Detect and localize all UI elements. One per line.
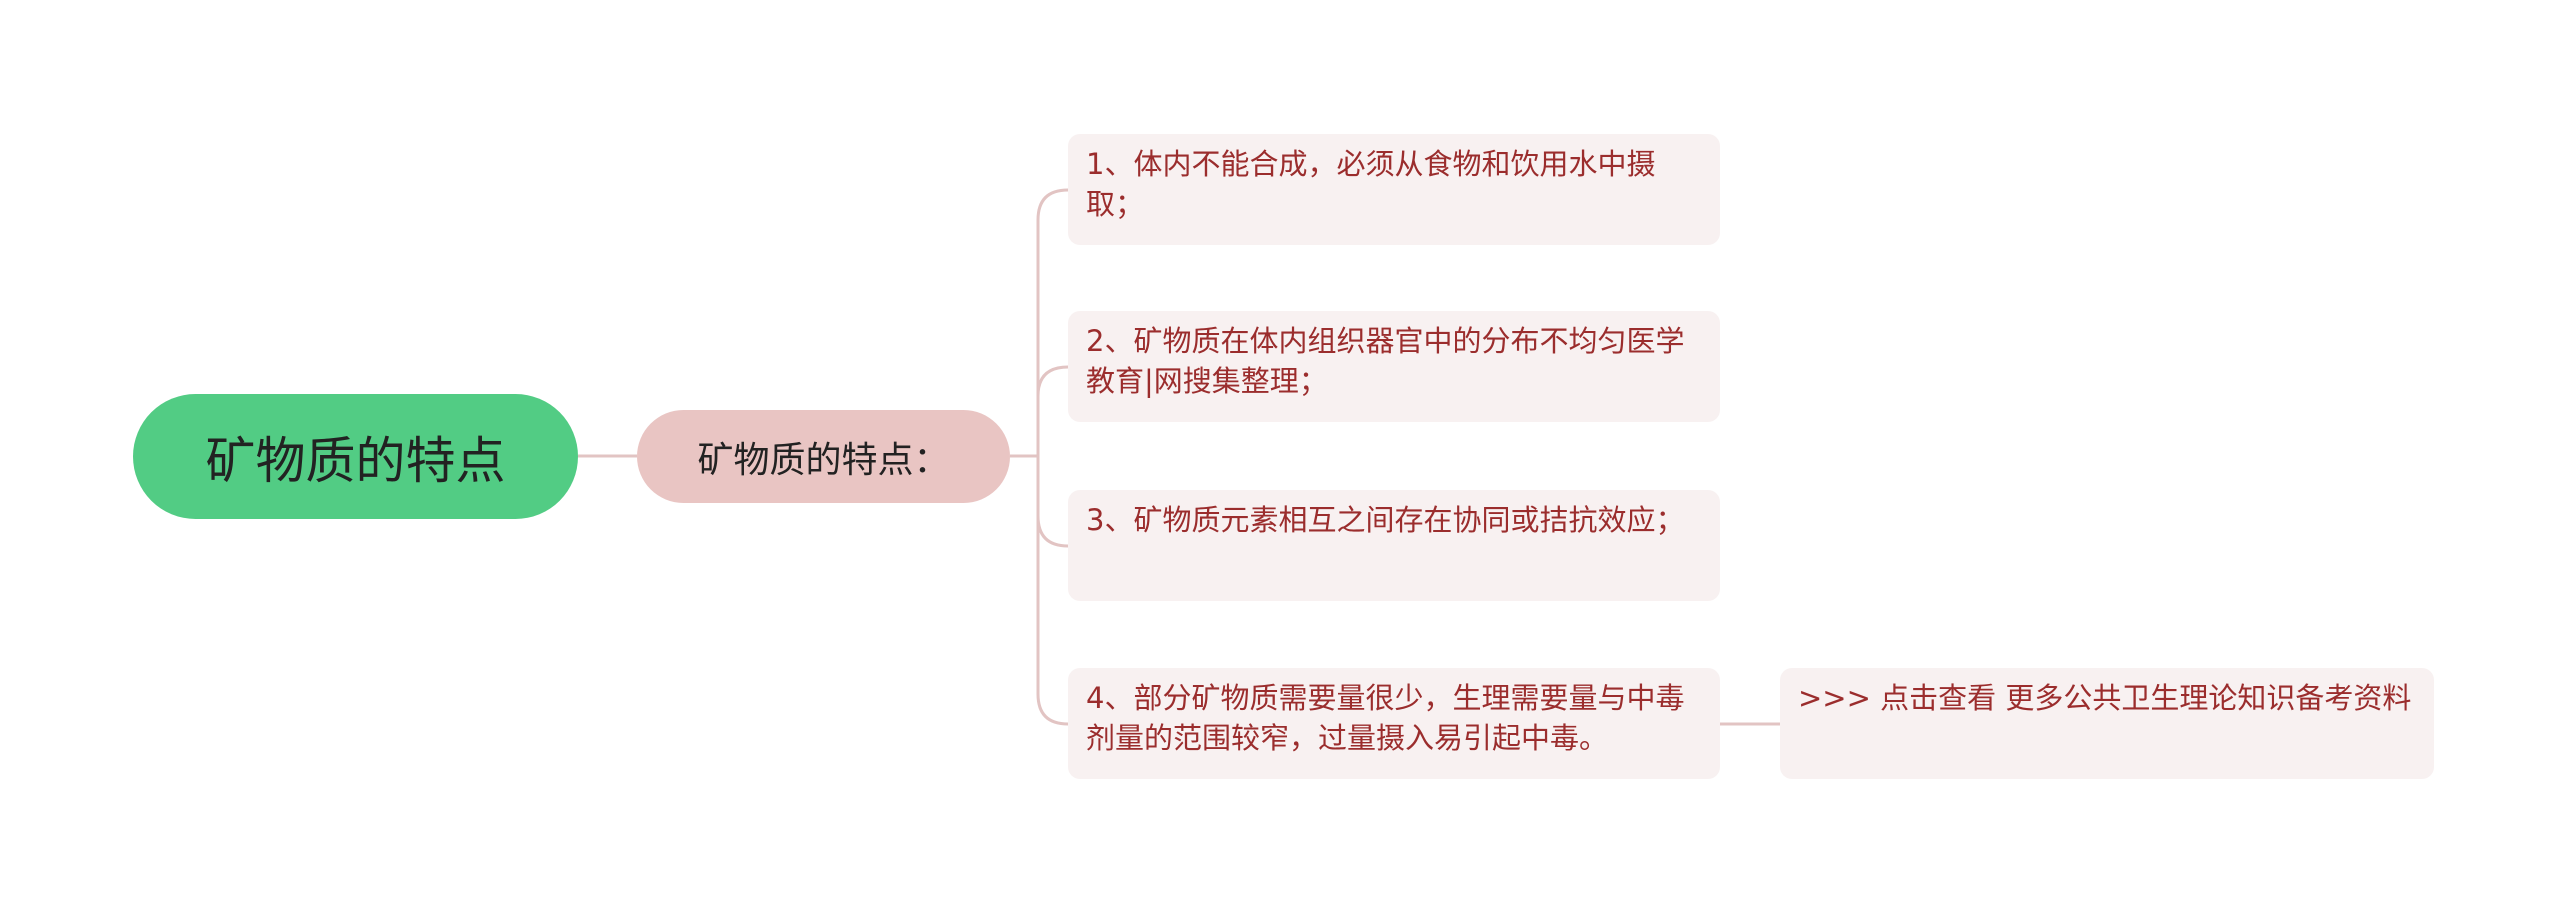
branch-topic-label: 矿物质的特点：	[697, 439, 950, 481]
leaf-topic-2[interactable]: 2、矿物质在体内组织器官中的分布不均匀医学教育|网搜集整理；	[1068, 311, 1720, 422]
leaf-topic-label: 4、部分矿物质需要量很少，生理需要量与中毒剂量的范围较窄，过量摄入易引起中毒。	[1086, 681, 1685, 755]
connector-leaf-2	[1036, 365, 1069, 456]
leaf-topic-label: 3、矿物质元素相互之间存在协同或拮抗效应；	[1086, 503, 1685, 537]
leaf-topic-3[interactable]: 3、矿物质元素相互之间存在协同或拮抗效应；	[1068, 490, 1720, 601]
leaf-topic-4[interactable]: 4、部分矿物质需要量很少，生理需要量与中毒剂量的范围较窄，过量摄入易引起中毒。	[1068, 668, 1720, 779]
branch-topic[interactable]: 矿物质的特点：	[637, 410, 1010, 503]
leaf-topic-label: 2、矿物质在体内组织器官中的分布不均匀医学教育|网搜集整理；	[1086, 324, 1685, 398]
leaf-topic-1[interactable]: 1、体内不能合成，必须从食物和饮用水中摄取；	[1068, 134, 1720, 245]
more-resources-link[interactable]: >>> 点击查看 更多公共卫生理论知识备考资料	[1780, 668, 2434, 779]
connector-leaf-4	[1036, 456, 1069, 726]
root-topic-label: 矿物质的特点	[205, 431, 506, 490]
connector-leaf-3	[1036, 456, 1069, 548]
more-resources-link-label: >>> 点击查看 更多公共卫生理论知识备考资料	[1798, 681, 2412, 715]
connector-leaf-1	[1036, 188, 1069, 456]
leaf-topic-label: 1、体内不能合成，必须从食物和饮用水中摄取；	[1086, 147, 1656, 221]
root-topic[interactable]: 矿物质的特点	[133, 394, 578, 519]
